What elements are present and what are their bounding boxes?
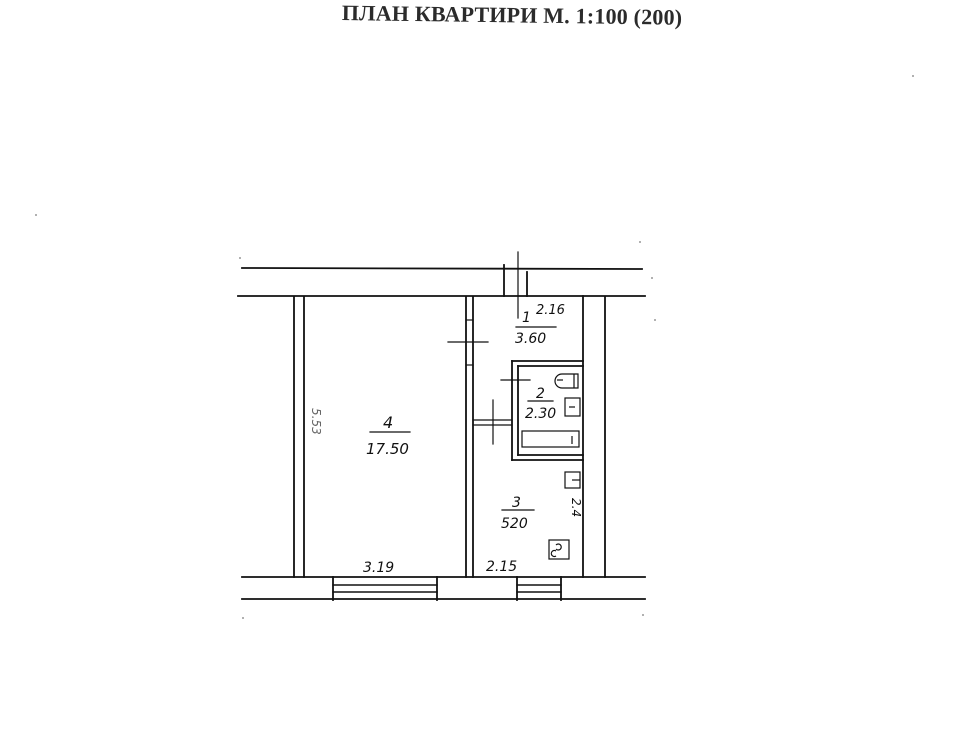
top-wall-outer <box>241 267 643 270</box>
room2-area: 2.30 <box>525 406 556 422</box>
room3-number: 3 <box>512 495 521 511</box>
kitchen-sink-icon <box>564 471 581 489</box>
room4-dimension: 3.19 <box>363 560 394 576</box>
room1-dimension: 2.16 <box>536 303 565 318</box>
room2-number: 2 <box>536 386 545 402</box>
room4-side-dimension: 5.53 <box>309 408 323 435</box>
room4-number: 4 <box>383 413 393 432</box>
room4-area: 17.50 <box>366 440 409 458</box>
window-room3 <box>516 576 562 601</box>
bathtub-icon <box>521 430 580 448</box>
room1-area: 3.60 <box>515 331 546 347</box>
room3-area: 520 <box>501 516 528 532</box>
sink-icon <box>564 397 581 417</box>
room3-dimension: 2.15 <box>486 559 517 575</box>
toilet-icon <box>554 373 579 389</box>
room1-number: 1 <box>522 310 531 326</box>
room3-side-dimension: 2.4 <box>569 498 583 517</box>
stove-icon <box>548 539 570 560</box>
window-room4 <box>332 576 438 601</box>
